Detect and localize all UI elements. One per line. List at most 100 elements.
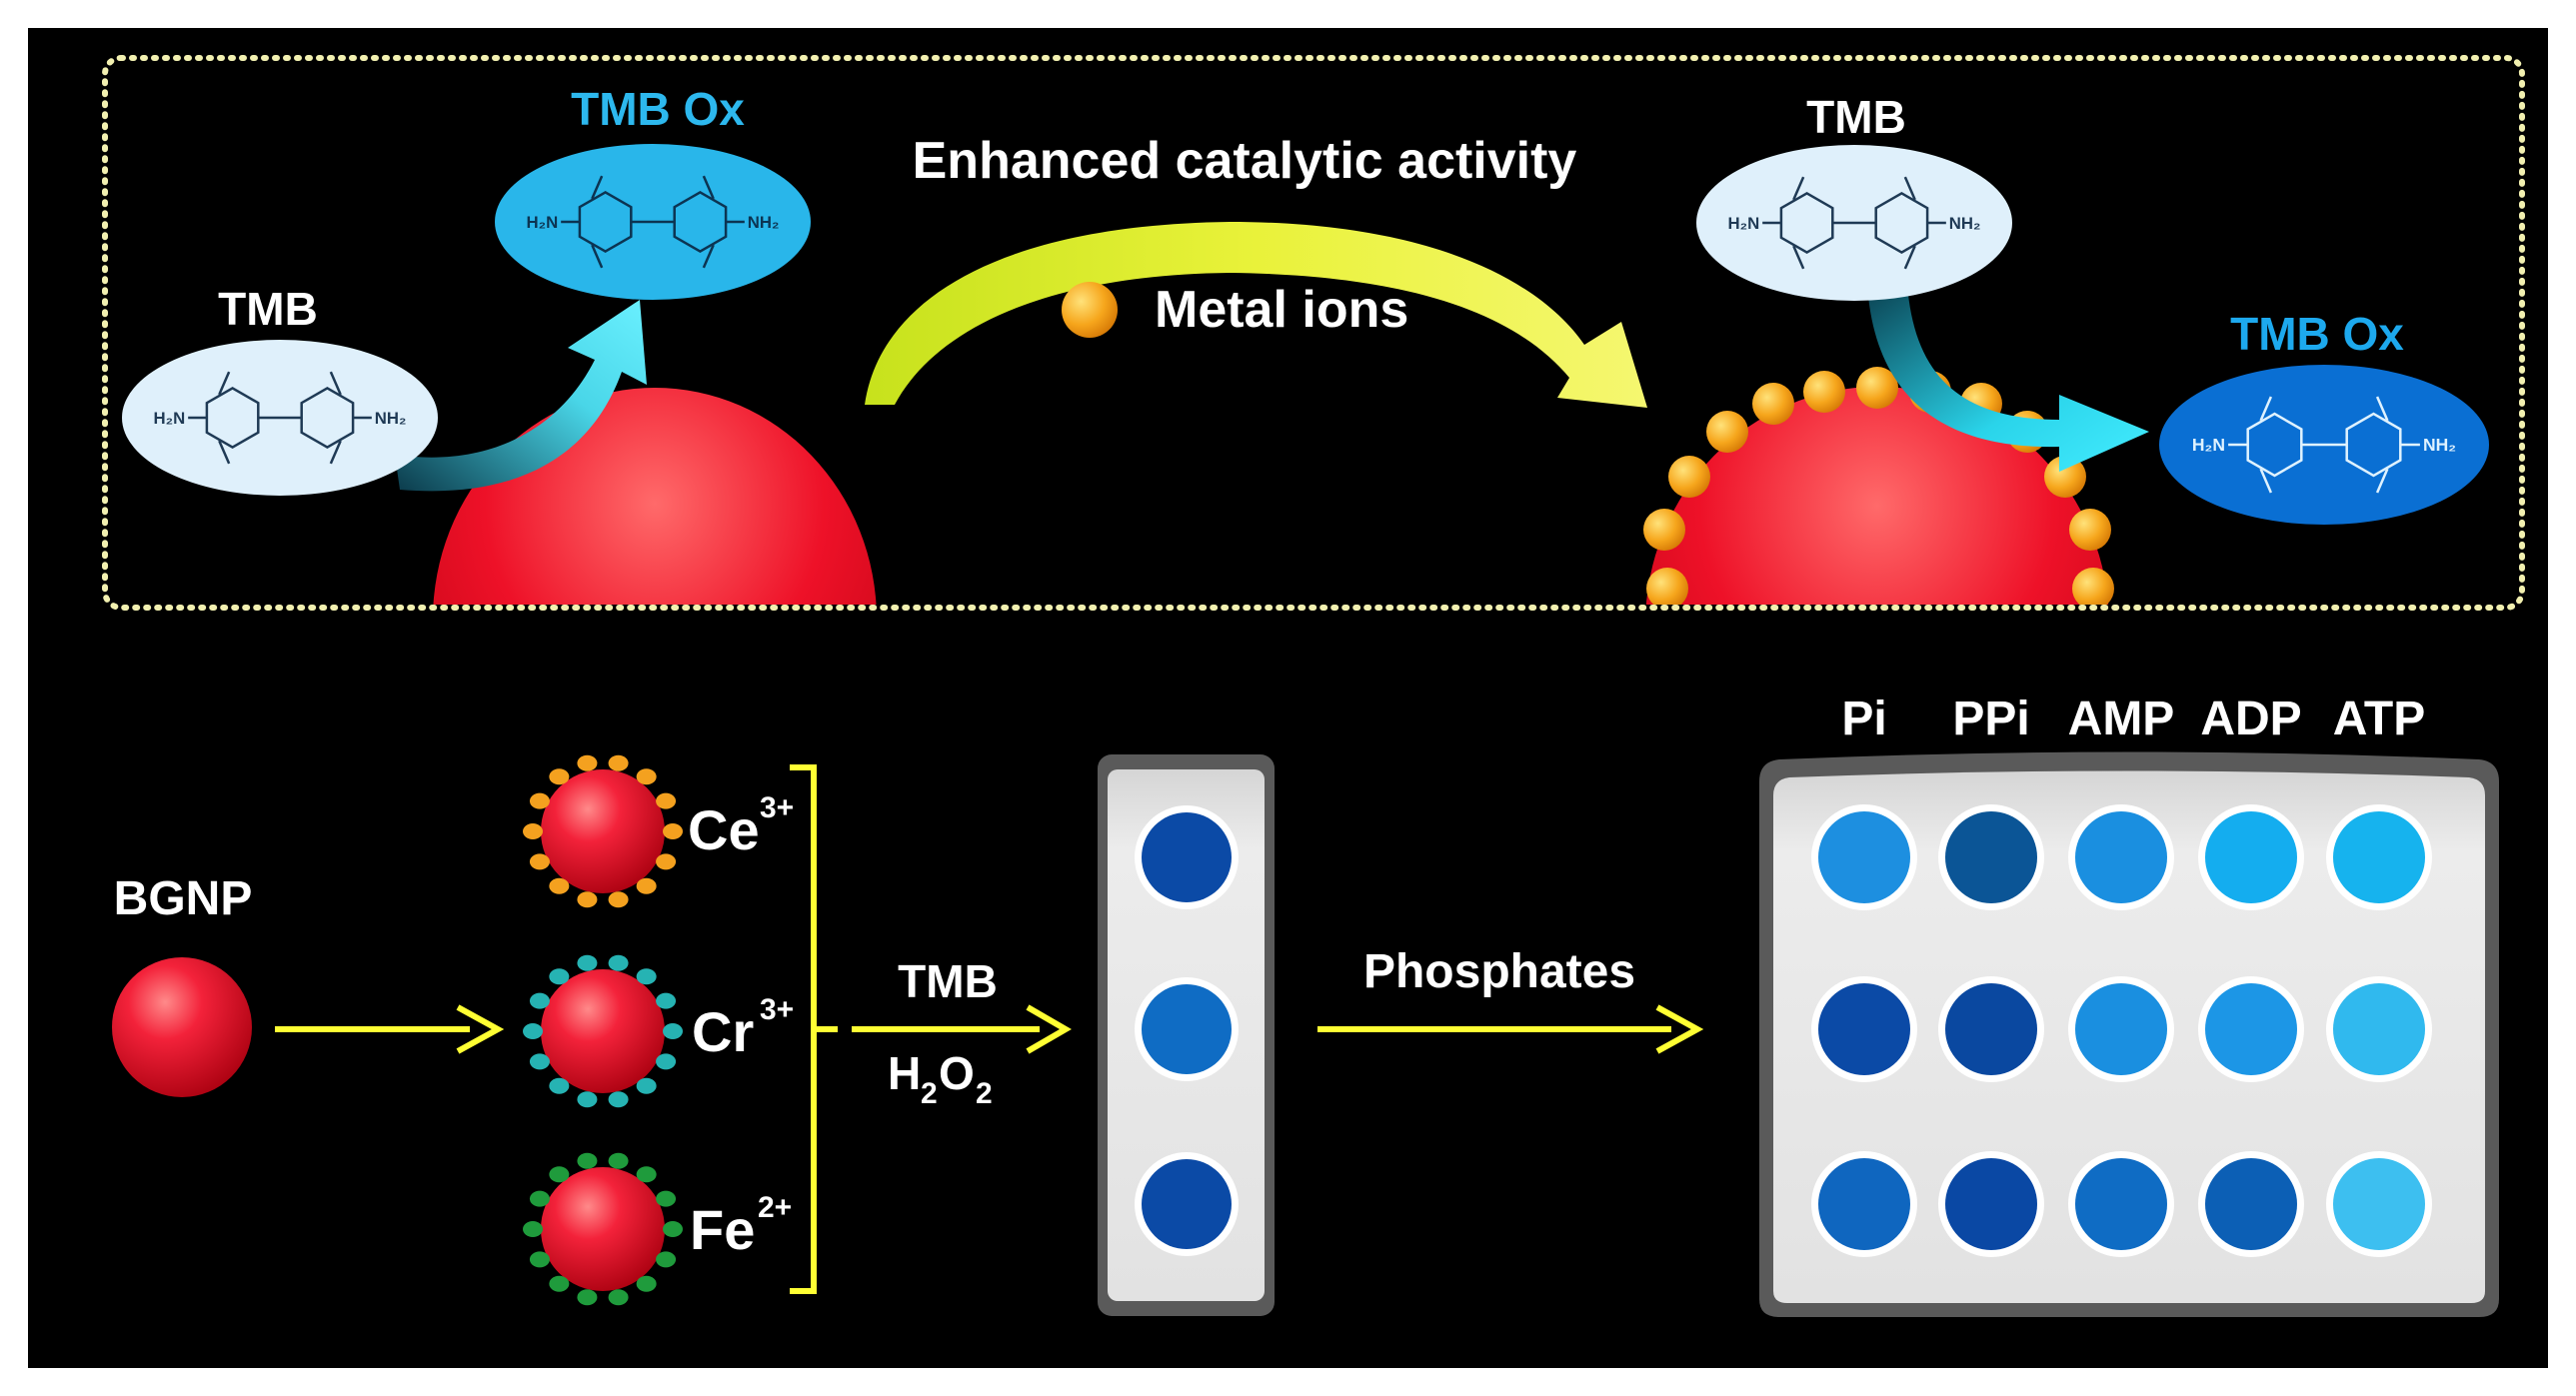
ion-dot bbox=[529, 1053, 550, 1070]
ion-dot bbox=[523, 1221, 543, 1237]
ion-dot bbox=[529, 992, 550, 1009]
ion-dot bbox=[549, 1166, 570, 1183]
ion-dot bbox=[663, 1023, 683, 1039]
methyl-bond bbox=[329, 371, 342, 396]
amine-right-label: NH₂ bbox=[2423, 435, 2456, 455]
plate-well bbox=[2333, 983, 2425, 1075]
column-label-ppi: PPi bbox=[1952, 693, 2029, 745]
ion-dot bbox=[577, 1152, 598, 1169]
strip-well bbox=[1142, 1159, 1232, 1249]
amine-right-label: NH₂ bbox=[375, 409, 407, 428]
methyl-bond bbox=[591, 244, 604, 269]
strip-wells bbox=[1135, 805, 1239, 1256]
ion-dot bbox=[608, 954, 629, 971]
benzene-ring bbox=[673, 190, 728, 254]
plate-wells bbox=[1811, 804, 2432, 1257]
ion-modified-particles bbox=[523, 754, 683, 1306]
plate-well bbox=[1818, 1158, 1910, 1250]
particle-ce bbox=[523, 754, 683, 908]
left-tmb-ox-label: TMB Ox bbox=[571, 83, 745, 135]
amine-right-label: NH₂ bbox=[1949, 214, 1981, 233]
svg-text:2: 2 bbox=[976, 1077, 993, 1110]
top-panel-border bbox=[102, 55, 2525, 611]
ion-dot bbox=[577, 1091, 598, 1108]
enhanced-activity-arrow bbox=[865, 222, 1647, 408]
metal-ion-legend-dot bbox=[1062, 282, 1118, 338]
methyl-bond bbox=[218, 440, 231, 465]
right-tmb-molecule: H₂N NH₂ bbox=[1696, 145, 2012, 301]
ion-dot bbox=[577, 754, 598, 771]
methyl-bond bbox=[702, 244, 715, 269]
plate-well bbox=[1945, 811, 2037, 903]
svg-text:Ce: Ce bbox=[688, 798, 760, 861]
ion-dot bbox=[549, 768, 570, 785]
ion-bracket bbox=[790, 764, 838, 1294]
ion-dot bbox=[608, 754, 629, 771]
svg-text:2+: 2+ bbox=[758, 1191, 792, 1224]
ion-dot bbox=[577, 954, 598, 971]
ion-dot bbox=[656, 853, 677, 870]
ion-dot bbox=[663, 823, 683, 839]
ion-dot bbox=[529, 1251, 550, 1268]
ion-dot bbox=[549, 1275, 570, 1292]
ion-label-cr: Cr 3+ bbox=[692, 993, 794, 1063]
ion-dot bbox=[549, 877, 570, 894]
ion-dot bbox=[608, 1289, 629, 1306]
column-label-atp: ATP bbox=[2333, 693, 2425, 745]
ion-dot bbox=[608, 1152, 629, 1169]
amine-left-label: H₂N bbox=[527, 213, 559, 232]
particle-core bbox=[541, 769, 665, 893]
ion-dot bbox=[656, 792, 677, 809]
methyl-bond bbox=[702, 175, 715, 200]
ion-dot bbox=[656, 1251, 677, 1268]
amine-right-label: NH₂ bbox=[748, 213, 780, 232]
metal-ions-label: Metal ions bbox=[1155, 281, 1408, 339]
benzene-ring bbox=[578, 190, 633, 254]
ion-dot bbox=[656, 992, 677, 1009]
ion-dot bbox=[549, 968, 570, 985]
plate-well bbox=[2075, 1158, 2167, 1250]
ion-dot bbox=[577, 1289, 598, 1306]
methyl-bond bbox=[329, 440, 342, 465]
left-oxidation-arrow bbox=[395, 300, 647, 492]
svg-text:Fe: Fe bbox=[690, 1198, 755, 1261]
plate-well bbox=[2333, 1158, 2425, 1250]
right-oxidation-arrow bbox=[1867, 285, 2149, 472]
benzene-ring bbox=[2246, 412, 2303, 478]
arrow-to-plate bbox=[1317, 1004, 1704, 1054]
particle-fe bbox=[523, 1152, 683, 1306]
ion-dot bbox=[577, 891, 598, 908]
ion-dot bbox=[636, 768, 657, 785]
methyl-bond bbox=[2259, 468, 2273, 494]
methyl-bond bbox=[218, 371, 231, 396]
reagent-h2o2-label: H 2 O 2 bbox=[888, 1047, 993, 1110]
plate-well bbox=[1818, 983, 1910, 1075]
ion-dot bbox=[636, 877, 657, 894]
ion-dot bbox=[529, 792, 550, 809]
plate-well bbox=[2205, 811, 2297, 903]
svg-text:H: H bbox=[888, 1047, 921, 1099]
benzene-ring bbox=[1874, 191, 1929, 255]
ion-label-fe: Fe 2+ bbox=[690, 1191, 792, 1261]
particle-core bbox=[541, 1167, 665, 1291]
svg-text:2: 2 bbox=[921, 1077, 938, 1110]
ion-dot bbox=[523, 1023, 543, 1039]
ion-dot bbox=[656, 1053, 677, 1070]
methyl-bond bbox=[591, 175, 604, 200]
plate-well bbox=[1818, 811, 1910, 903]
ion-dot bbox=[523, 823, 543, 839]
ion-dot bbox=[636, 1166, 657, 1183]
right-tmb-label: TMB bbox=[1806, 91, 1906, 143]
svg-text:Cr: Cr bbox=[692, 1000, 754, 1063]
column-label-amp: AMP bbox=[2068, 693, 2175, 745]
svg-text:3+: 3+ bbox=[760, 993, 794, 1026]
strip-well bbox=[1142, 812, 1232, 902]
amine-left-label: H₂N bbox=[1728, 214, 1760, 233]
ion-dot bbox=[636, 1077, 657, 1094]
benzene-ring bbox=[2345, 412, 2402, 478]
right-tmb-ox-label: TMB Ox bbox=[2230, 308, 2404, 360]
ion-dot bbox=[529, 1190, 550, 1207]
ion-dot bbox=[529, 853, 550, 870]
